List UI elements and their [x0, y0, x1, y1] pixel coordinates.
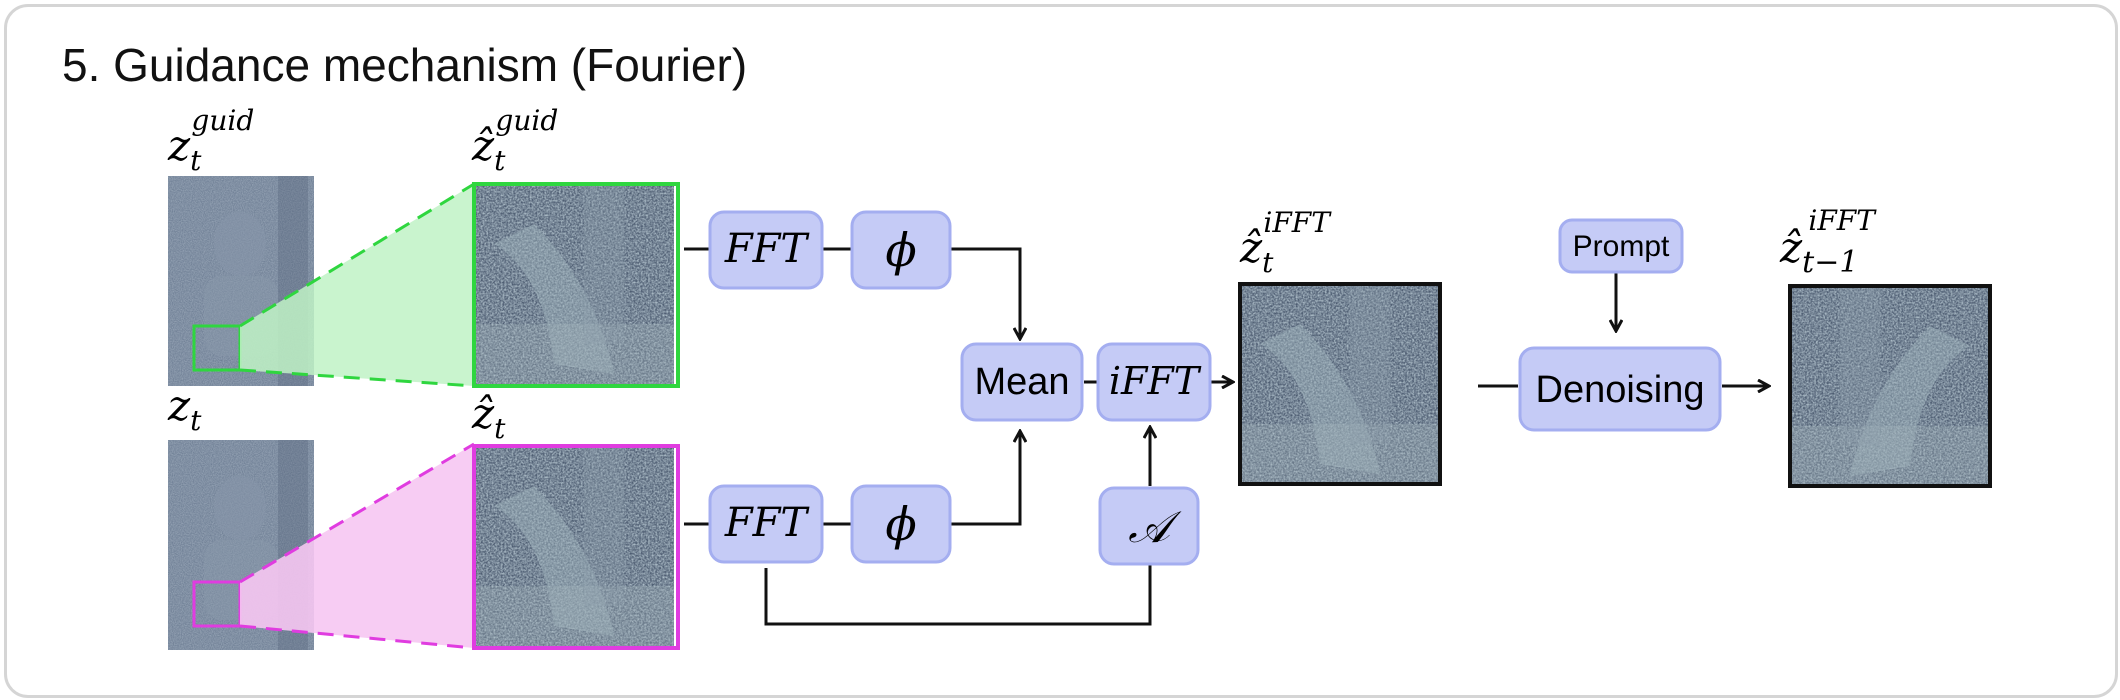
svg-text:Denoising: Denoising — [1536, 369, 1705, 411]
svg-text:ϕ: ϕ — [885, 223, 916, 277]
amplitude-block: 𝒜 — [1098, 486, 1200, 566]
zhat-prev-label: ẑt−1iFFT — [1779, 204, 1877, 280]
connectors — [684, 247, 1768, 626]
zt-zoom-wedge — [240, 444, 474, 648]
mean-block: Mean — [960, 342, 1084, 422]
svg-text:FFT: FFT — [724, 226, 811, 272]
phi-bottom-block: ϕ — [850, 484, 952, 564]
ifft-block: iFFT — [1096, 342, 1212, 422]
svg-text:Prompt: Prompt — [1573, 230, 1670, 263]
figure-title: 5. Guidance mechanism (Fourier) — [62, 39, 748, 91]
guid-zoom-wedge — [240, 184, 474, 386]
phi-top-block: ϕ — [850, 210, 952, 290]
svg-text:ϕ: ϕ — [885, 497, 916, 551]
zhat-guid-label: ẑtguid — [471, 104, 558, 177]
svg-text:iFFT: iFFT — [1109, 359, 1202, 403]
prompt-block: Prompt — [1558, 218, 1684, 274]
z-guid-label: ztguid — [167, 104, 254, 177]
zhat-ifft-label: ẑtiFFT — [1239, 206, 1332, 279]
zhat-t-label: ẑt — [471, 389, 506, 445]
zhat-guid-image — [472, 182, 680, 388]
z-t-label: zt — [167, 381, 202, 437]
denoising-block: Denoising — [1518, 346, 1722, 432]
fft-top-block: FFT — [708, 210, 824, 290]
svg-text:FFT: FFT — [724, 500, 811, 546]
zhat-ifft-image — [1238, 282, 1442, 486]
zhat-t-image — [472, 444, 680, 650]
fft-bottom-block: FFT — [708, 484, 824, 564]
zhat-prev-image — [1788, 284, 1992, 488]
svg-text:Mean: Mean — [974, 361, 1069, 403]
